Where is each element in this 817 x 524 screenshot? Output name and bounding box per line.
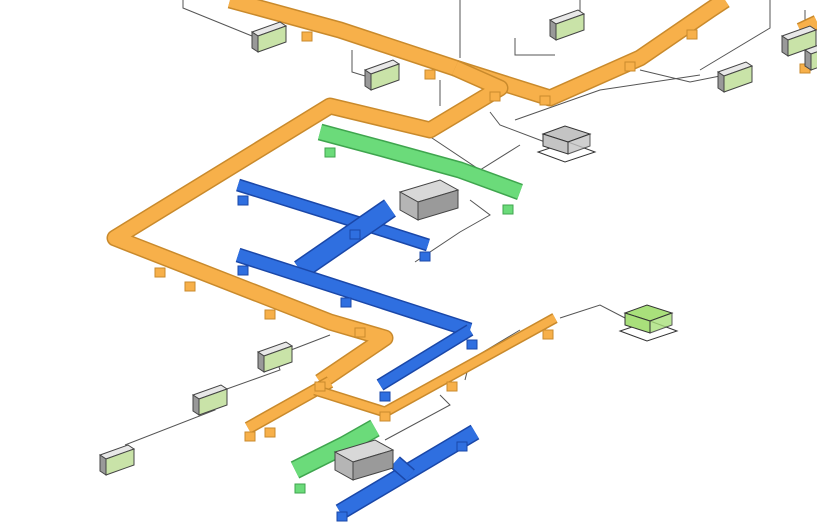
return-grille-drop	[379, 391, 391, 402]
fan-coil-unit-side	[717, 71, 725, 93]
return-grille-drop	[336, 511, 348, 522]
control-line	[559, 304, 626, 319]
rooftop-unit-green-front	[649, 312, 673, 334]
exhaust-duct-upper	[318, 125, 523, 199]
supply-diffuser-drop	[424, 69, 436, 80]
return-grille-drop	[456, 441, 468, 452]
return-branch-mid	[236, 249, 472, 336]
return-grille-drop	[340, 297, 352, 308]
control-lines	[124, 0, 806, 446]
supply-diffuser-drop	[154, 267, 166, 278]
fan-coil-unit-side	[192, 394, 200, 416]
control-line	[699, 0, 771, 71]
control-line	[384, 394, 451, 441]
fan-coil-unit-side	[804, 49, 812, 71]
return-grille-drop	[419, 251, 431, 262]
supply-diffuser-drop	[264, 427, 276, 438]
exhaust-diffuser-drop	[324, 147, 336, 158]
fan-coil-unit-side	[364, 69, 372, 91]
supply-diffuser-drop	[624, 61, 636, 72]
control-line	[639, 69, 726, 83]
control-line	[414, 199, 491, 263]
control-line	[182, 0, 253, 37]
fan-coil-unit-front	[723, 65, 753, 93]
rooftop-unit-gray-front	[567, 133, 591, 155]
fan-coil-unit-side	[549, 19, 557, 41]
fan-coil-unit-front	[263, 345, 293, 373]
control-line	[489, 111, 546, 143]
return-branch-mid-drop	[377, 325, 473, 390]
supply-diffuser-drop	[539, 95, 551, 106]
supply-loop	[108, 61, 507, 388]
air-handling-unit-lower-right	[352, 449, 394, 481]
supply-diffuser-drop	[446, 381, 458, 392]
exhaust-duct-lower	[291, 421, 379, 478]
supply-diffuser-drop	[314, 381, 326, 392]
exhaust-diffuser-drop	[502, 204, 514, 215]
supply-diffuser-drop	[354, 327, 366, 338]
fan-coil-unit-front	[105, 448, 135, 476]
supply-diffuser-drop	[686, 29, 698, 40]
fan-coil-unit-front	[198, 388, 228, 416]
return-grille-drop	[466, 339, 478, 350]
exhaust-duct	[290, 123, 523, 494]
control-line	[514, 38, 555, 56]
supply-diffuser-drop	[244, 431, 256, 442]
supply-diffuser-drop	[301, 31, 313, 42]
return-branch-upper	[236, 180, 430, 250]
supply-diffuser-drop	[542, 329, 554, 340]
return-branch-lower-stub	[391, 457, 414, 480]
fan-coil-unit-front	[257, 25, 287, 53]
return-duct	[235, 178, 480, 522]
return-grille-drop	[237, 265, 249, 276]
fan-coil-unit-side	[251, 31, 259, 53]
equipment	[98, 9, 817, 481]
fan-coil-unit-front	[810, 51, 817, 71]
exhaust-diffuser-drop	[294, 483, 306, 494]
return-grille-drop	[237, 195, 249, 206]
control-line	[514, 74, 701, 121]
supply-duct	[106, 0, 817, 442]
fan-coil-unit-side	[781, 35, 789, 57]
supply-diffuser-drop	[264, 309, 276, 320]
supply-diffuser-drop	[379, 411, 391, 422]
supply-diffuser-drop	[184, 281, 196, 292]
supply-diffuser-drop	[489, 91, 501, 102]
fan-coil-unit-front	[555, 13, 585, 41]
fan-coil-unit-side	[99, 454, 107, 476]
fan-coil-unit-side	[257, 351, 265, 373]
air-handling-unit-upper-right	[417, 189, 459, 221]
fan-coil-unit-front	[370, 63, 400, 91]
return-grille-drop	[349, 229, 361, 240]
return-main	[294, 200, 396, 278]
